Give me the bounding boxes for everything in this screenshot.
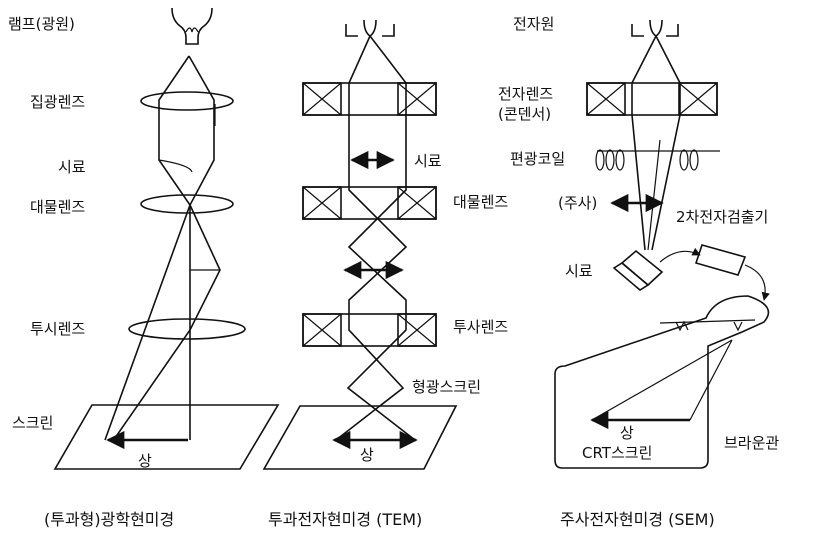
tube-label: 브라운관	[724, 434, 779, 452]
deflection-coil-icon	[595, 149, 720, 171]
crt-screen-label: CRT스크린	[582, 444, 652, 462]
lamp-label: 램프(광원)	[8, 15, 75, 33]
objective-lens	[140, 194, 234, 214]
tem-caption: 투과전자현미경 (TEM)	[268, 510, 422, 529]
sem-lens-label-2: (콘덴서)	[498, 105, 551, 123]
optical-caption: (투과형)광학현미경	[44, 510, 174, 529]
condenser-lens	[140, 91, 234, 111]
projector-label: 투시렌즈	[30, 320, 85, 338]
objective-label: 대물렌즈	[30, 198, 85, 216]
scan-label: (주사)	[558, 194, 597, 212]
sem-specimen-icon	[612, 249, 664, 291]
optical-ray-left	[104, 55, 191, 441]
screen-label: 스크린	[12, 414, 53, 432]
tem-image-label: 상	[360, 446, 374, 464]
tem-projector-label: 투사렌즈	[453, 318, 508, 336]
tem-specimen-label: 시료	[414, 152, 442, 170]
tem-screen-label: 형광스크린	[412, 378, 481, 396]
lamp-icon	[171, 7, 213, 45]
tem-condenser-lens	[302, 82, 437, 116]
sem-caption: 주사전자현미경 (SEM)	[560, 510, 715, 529]
detector-label: 2차전자검출기	[676, 208, 768, 226]
electron-source-icon	[345, 19, 395, 37]
tem-projector-lens	[302, 313, 437, 347]
projector-lens	[128, 318, 246, 340]
tem-microscope: 시료 대물렌즈 투사렌즈 형광스크린 상 투과전자현미경 (TEM)	[262, 19, 508, 529]
sem-lens-label-1: 전자렌즈	[498, 85, 553, 103]
sem-microscope: 전자원 전자렌즈 (콘덴서) 편광코일 (주사) 2차전자검출기 시료 상 CR…	[498, 15, 779, 529]
tem-fluorescent-screen	[262, 405, 458, 470]
condenser-label: 집광렌즈	[30, 93, 85, 111]
optical-screen	[53, 404, 280, 470]
optical-image-label: 상	[138, 452, 152, 470]
secondary-electron-detector	[694, 244, 747, 276]
optical-ray-right	[114, 55, 221, 439]
sem-specimen-label: 시료	[565, 262, 593, 280]
deflection-coil-label: 편광코일	[510, 150, 565, 168]
optical-microscope: 램프(광원) 집광렌즈 시료 대물렌즈 투시렌즈 스크린 상 (투과형)광학현미…	[8, 7, 280, 529]
crt-tube	[554, 295, 770, 469]
tem-objective-label: 대물렌즈	[453, 193, 508, 211]
optical-specimen-label: 시료	[58, 158, 86, 176]
tem-objective-lens	[302, 186, 437, 220]
sem-source-label: 전자원	[513, 15, 554, 33]
sem-electron-source-icon	[631, 19, 679, 37]
sem-image-label: 상	[620, 424, 634, 442]
